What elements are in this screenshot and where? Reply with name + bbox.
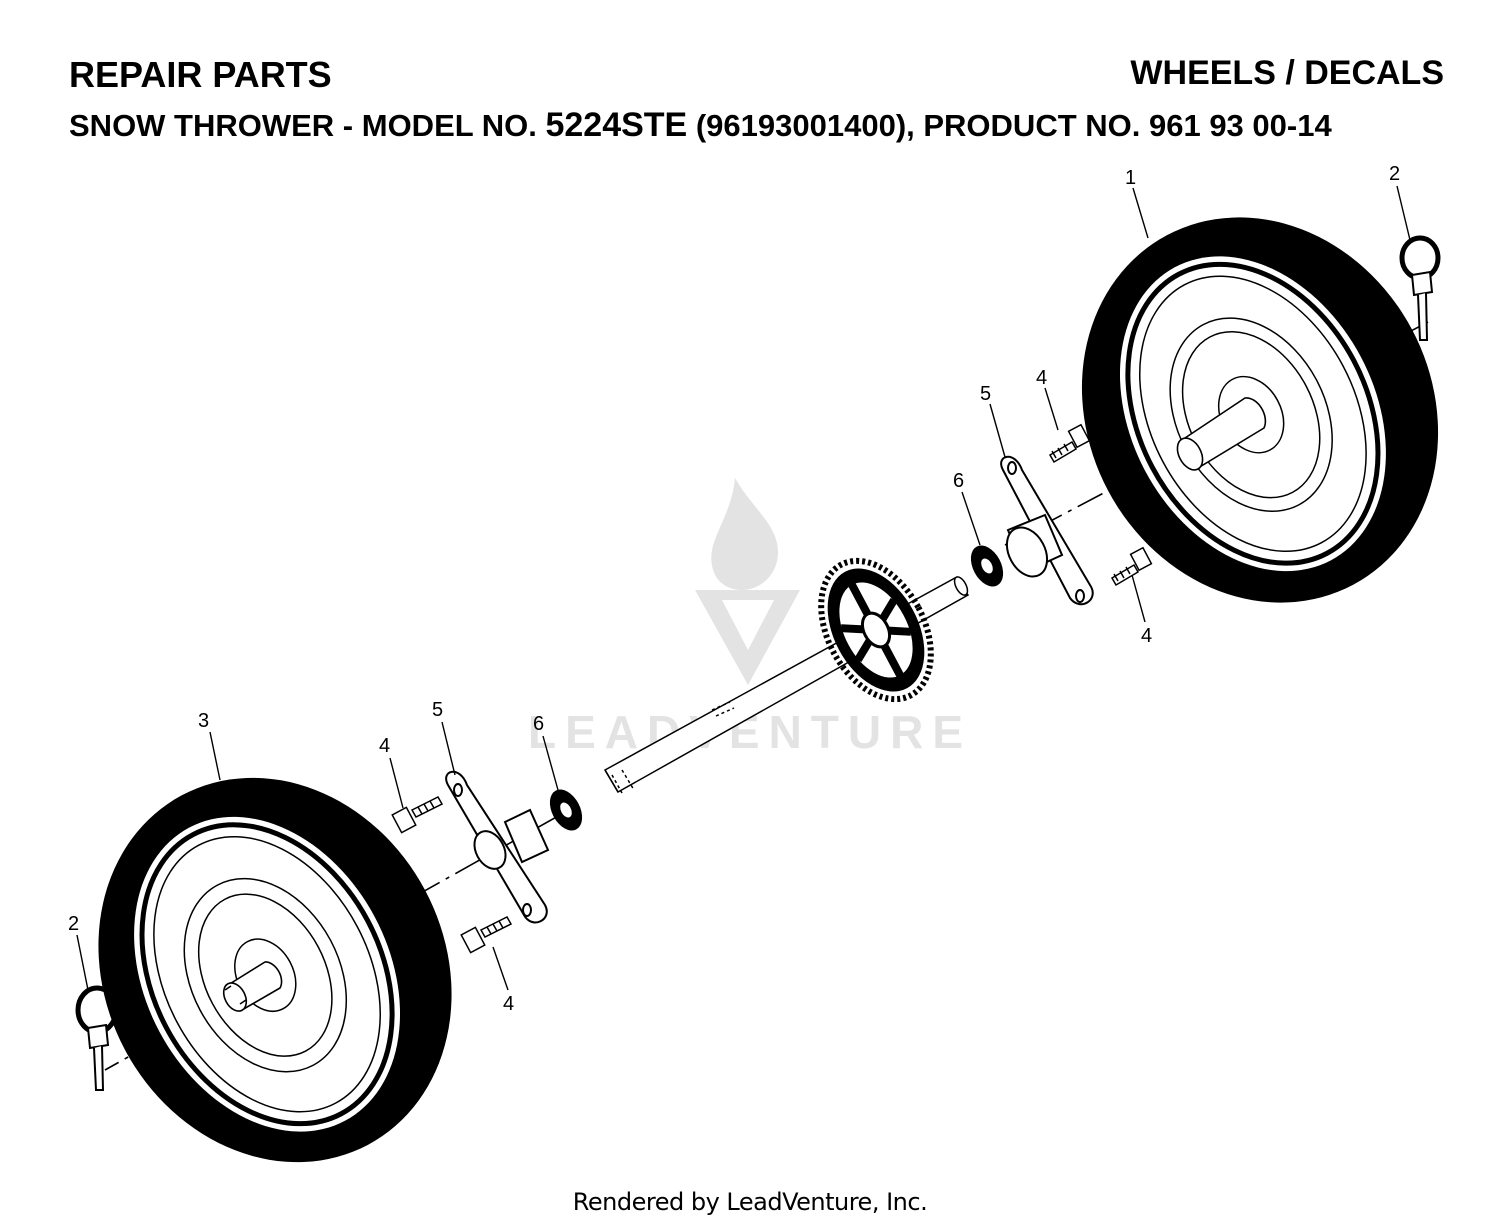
washer-right <box>970 545 1004 587</box>
section-title: WHEELS / DECALS <box>1130 54 1444 92</box>
callouts: 1 2 3 2 4 4 4 4 5 5 6 6 <box>68 163 1400 1015</box>
flange-left <box>445 770 550 924</box>
subtitle-prefix: SNOW THROWER - MODEL NO. <box>69 108 546 143</box>
callout-5-left: 5 <box>432 699 443 721</box>
callout-4-left-upper: 4 <box>379 735 390 757</box>
bolt-right-lower <box>1110 546 1153 587</box>
bolt-right-upper <box>1048 423 1091 464</box>
callout-1: 1 <box>1125 167 1136 189</box>
callout-4-right-upper: 4 <box>1036 367 1047 389</box>
callout-3: 3 <box>198 710 209 732</box>
callout-5-right: 5 <box>980 383 991 405</box>
hub-tube-left <box>222 961 283 1012</box>
flange-right <box>1000 455 1094 605</box>
gear <box>818 557 934 703</box>
callout-4-left-lower: 4 <box>503 993 514 1015</box>
callout-6-right: 6 <box>953 470 964 492</box>
bolt-left-upper <box>391 796 444 834</box>
watermark-v-icon <box>695 590 800 685</box>
hitch-pin-bottom <box>75 985 119 1091</box>
model-subtitle: SNOW THROWER - MODEL NO. 5224STE (961930… <box>69 106 1332 145</box>
hitch-pin-top <box>1399 235 1441 341</box>
callout-4-right-lower: 4 <box>1141 625 1152 647</box>
bolt-left-lower <box>460 916 513 954</box>
watermark-flame-icon <box>711 478 778 590</box>
hub-tube-right <box>1176 397 1267 471</box>
callout-2-top: 2 <box>1389 163 1400 185</box>
washer-left <box>549 789 583 831</box>
page-title: REPAIR PARTS <box>69 54 332 95</box>
callout-6-left: 6 <box>533 713 544 735</box>
subtitle-suffix: (96193001400), PRODUCT NO. 961 93 00-14 <box>687 108 1332 143</box>
callout-2-bottom: 2 <box>68 913 79 935</box>
leader-lines <box>76 185 1411 991</box>
footer-credit: Rendered by LeadVenture, Inc. <box>572 1188 928 1216</box>
model-number: 5224STE <box>545 106 688 144</box>
